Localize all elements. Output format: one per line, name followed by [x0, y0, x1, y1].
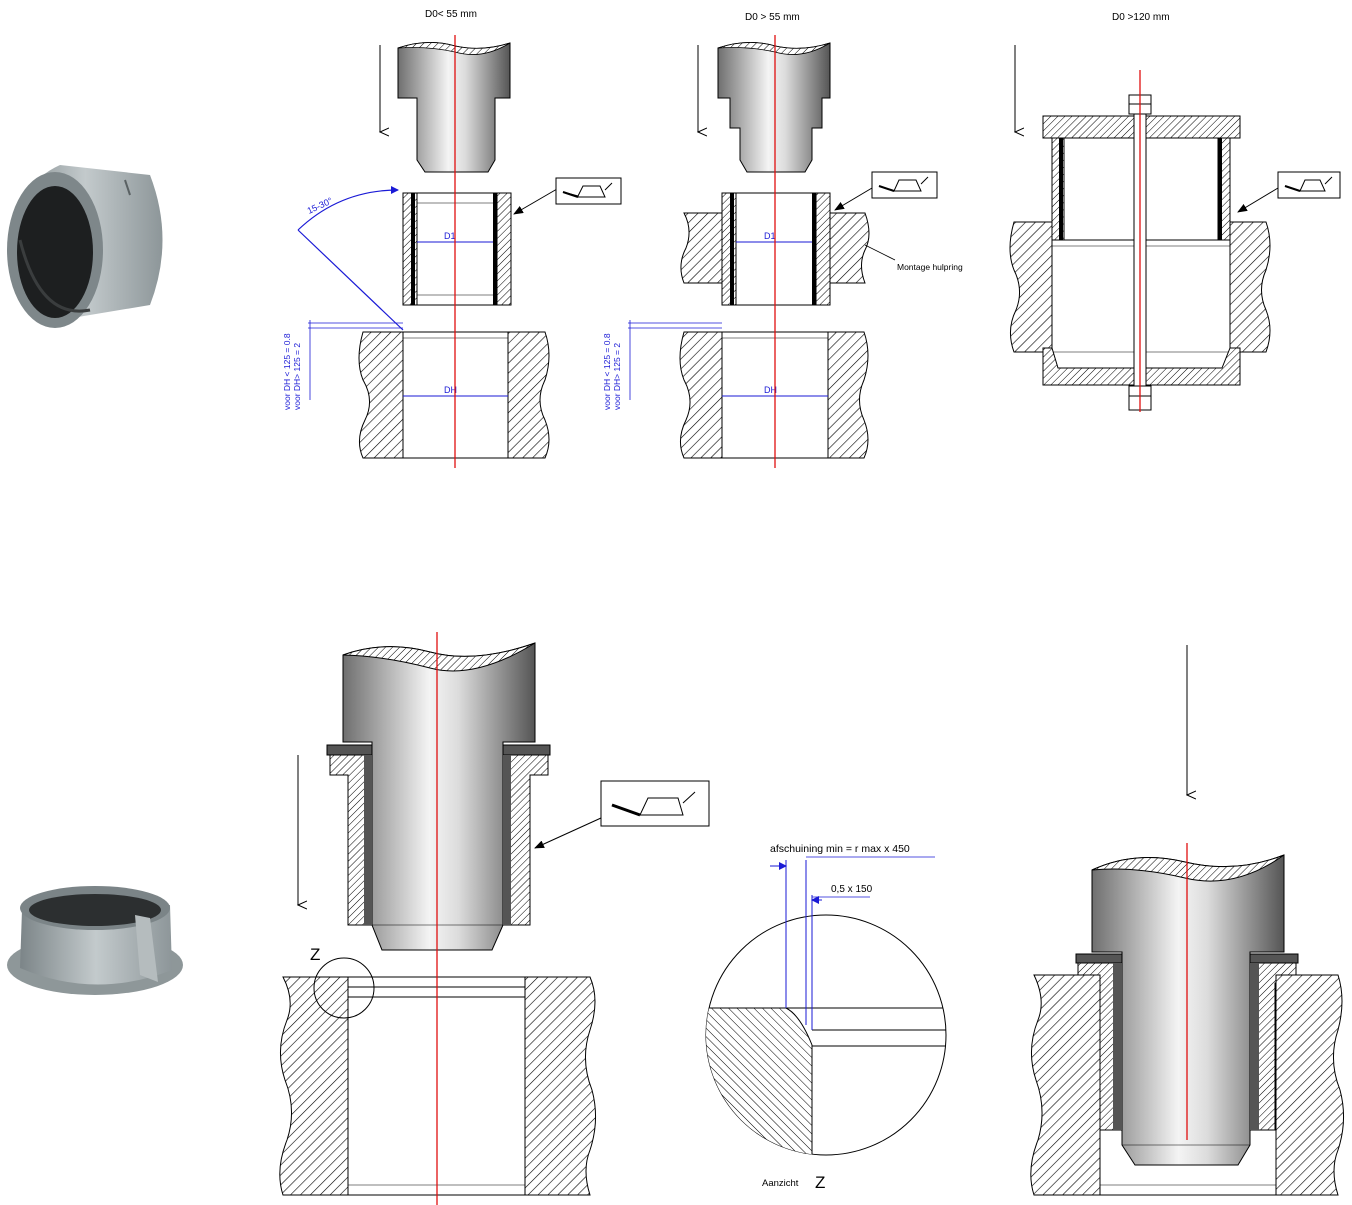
flanged-bushing-photo [7, 886, 183, 995]
col1-dh-label: DH [444, 385, 457, 395]
col1-tol-line1: voor DH < 125 = 0.8 [282, 333, 292, 410]
z-marker: Z [310, 945, 320, 964]
col2-tol-line2: voor DH> 125 = 2 [612, 343, 622, 410]
col3-drawing: D0 >120 mm [1009, 12, 1341, 412]
col2-drawing: D0 > 55 mm D1 Montage hulpring DH voor D… [602, 12, 963, 468]
col1-title: D0< 55 mm [425, 9, 477, 20]
col1-tol-line2: voor DH> 125 = 2 [292, 343, 302, 410]
col2-ring-label: Montage hulpring [897, 262, 963, 272]
col2-dh-label: DH [764, 385, 777, 395]
flanged-installed-drawing [1030, 645, 1344, 1196]
col2-d1-label: D1 [764, 231, 776, 241]
col1-drawing: D0< 55 mm 15-30° D1 DH voor DH < 125 = [282, 9, 622, 468]
view-letter: Z [815, 1173, 825, 1192]
col2-tol-line1: voor DH < 125 = 0.8 [602, 333, 612, 410]
chamfer-small-label: 0,5 x 150 [831, 884, 873, 895]
plain-bushing-photo [7, 165, 163, 328]
flanged-press-drawing: Z [279, 632, 710, 1205]
col3-title: D0 >120 mm [1112, 12, 1170, 23]
detail-view-z: afschuining min = r max x 450 0,5 x 150 … [705, 843, 947, 1192]
view-label: Aanzicht [762, 1178, 799, 1189]
chamfer-label: afschuining min = r max x 450 [770, 843, 910, 855]
col1-d1-label: D1 [444, 231, 456, 241]
col1-press-mandrel [397, 42, 511, 173]
col2-title: D0 > 55 mm [745, 12, 800, 23]
